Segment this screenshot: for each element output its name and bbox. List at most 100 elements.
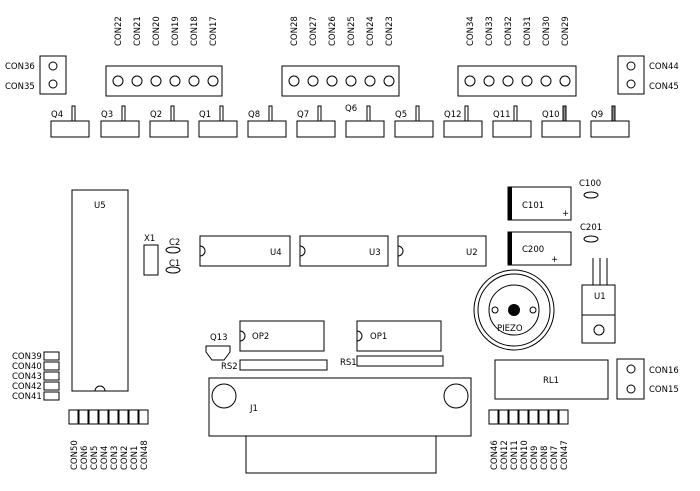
ic-label: OP2	[252, 332, 269, 342]
header-pad	[43, 381, 60, 391]
crystal-x1: X1	[143, 234, 159, 276]
capacitor-body	[165, 246, 181, 254]
pin-pad	[528, 409, 539, 425]
transistor-label: Q10	[542, 110, 560, 120]
pin-pad	[508, 409, 519, 425]
ic-op1: OP1	[356, 320, 442, 352]
ic-notch	[94, 385, 106, 392]
transistor-label: Q6	[345, 104, 357, 114]
terminal-pin	[559, 75, 571, 87]
ic-body	[397, 235, 487, 267]
transistor: Q1	[198, 105, 238, 138]
pin	[48, 61, 58, 71]
pin-label: CON30	[542, 16, 552, 46]
terminal-pin	[150, 75, 162, 87]
transistor-body	[394, 120, 434, 138]
terminal-pin	[207, 75, 219, 87]
transistor: Q7	[296, 105, 336, 138]
terminal-pin	[540, 75, 552, 87]
pin-label: CON34	[466, 16, 476, 46]
transistor: Q8	[247, 105, 287, 138]
transistor: Q10	[541, 105, 581, 138]
transistor-body	[247, 120, 287, 138]
transistor-label: Q9	[591, 110, 603, 120]
header-pin-label: CON42	[12, 382, 42, 392]
header-pin-label: CON40	[12, 362, 42, 372]
header-pad	[43, 371, 60, 381]
terminal-pin	[364, 75, 376, 87]
ic-notch	[299, 245, 306, 257]
pin-label: CON4	[100, 446, 110, 470]
capacitor-stripe	[508, 187, 512, 220]
transistor-tab	[268, 105, 273, 122]
terminal-block-body	[105, 65, 223, 97]
ic-notch	[239, 330, 246, 342]
pin	[626, 61, 636, 71]
ic-label: U5	[94, 201, 106, 211]
pin	[48, 79, 58, 89]
ic-body	[299, 235, 389, 267]
ic-notch	[356, 330, 363, 342]
ic-body	[199, 235, 291, 267]
resistor-array-rs1: RS1	[340, 355, 444, 368]
terminal-pin	[131, 75, 143, 87]
connector-label: CON16	[649, 366, 679, 376]
relay-label: RL1	[543, 376, 559, 386]
transistor: Q5	[394, 105, 434, 138]
pin-label: CON7	[550, 446, 560, 470]
piezo-outer	[473, 269, 555, 351]
terminal-pin	[326, 75, 338, 87]
capacitor-body	[507, 186, 572, 221]
ic-notch	[397, 245, 404, 257]
pin-label: CON11	[510, 440, 520, 470]
terminal-pin	[169, 75, 181, 87]
resistor-label: RS2	[221, 362, 238, 372]
pin	[626, 79, 636, 89]
transistor-label: Q13	[210, 333, 228, 343]
terminal-pin	[288, 75, 300, 87]
capacitor-c1: C1	[165, 259, 181, 274]
relay-rl1: RL1	[494, 359, 609, 400]
transistor-tab	[366, 105, 371, 122]
pin-pad	[548, 409, 559, 425]
transistor-tab	[121, 105, 126, 122]
piezo-center	[508, 304, 520, 316]
ic-body	[239, 320, 325, 352]
pin-label: CON3	[110, 446, 120, 470]
transistor-tab	[71, 105, 76, 122]
pin-label: CON28	[290, 16, 300, 46]
pin-label: CON47	[560, 440, 570, 470]
regulator-tab	[581, 314, 616, 344]
transistor-body	[492, 120, 532, 138]
transistor-tab	[170, 105, 175, 122]
transistor: Q2	[149, 105, 189, 138]
two-pin-connector-right: CON16 CON15	[616, 358, 679, 400]
two-pin-connector-top-right: CON44 CON45	[617, 55, 679, 95]
pin-pad	[558, 409, 569, 425]
resistor-array-body	[356, 355, 444, 367]
ic-body	[71, 189, 129, 392]
transistor-body	[345, 120, 385, 138]
transistor-tab	[562, 105, 567, 122]
pin-pad	[88, 409, 99, 425]
transistor-tab	[611, 105, 616, 122]
ic-notch	[199, 245, 206, 257]
transistor: Q6	[345, 104, 385, 138]
transistor-body	[205, 345, 231, 361]
ic-label: U2	[466, 248, 478, 258]
ic-body	[356, 320, 442, 352]
resistor-array-rs2: RS2	[221, 359, 328, 372]
capacitor-label: C201	[580, 223, 602, 233]
pin-pad	[98, 409, 109, 425]
piezo-buzzer: PIEZO	[473, 269, 555, 351]
pin-label: CON50	[70, 440, 80, 470]
polarity-plus-icon: +	[551, 255, 558, 265]
capacitor-body	[583, 191, 599, 199]
pin-pad	[118, 409, 129, 425]
pin	[626, 384, 636, 394]
transistor-body	[541, 120, 581, 138]
pin-pad	[138, 409, 149, 425]
pin-label: CON6	[80, 446, 90, 470]
